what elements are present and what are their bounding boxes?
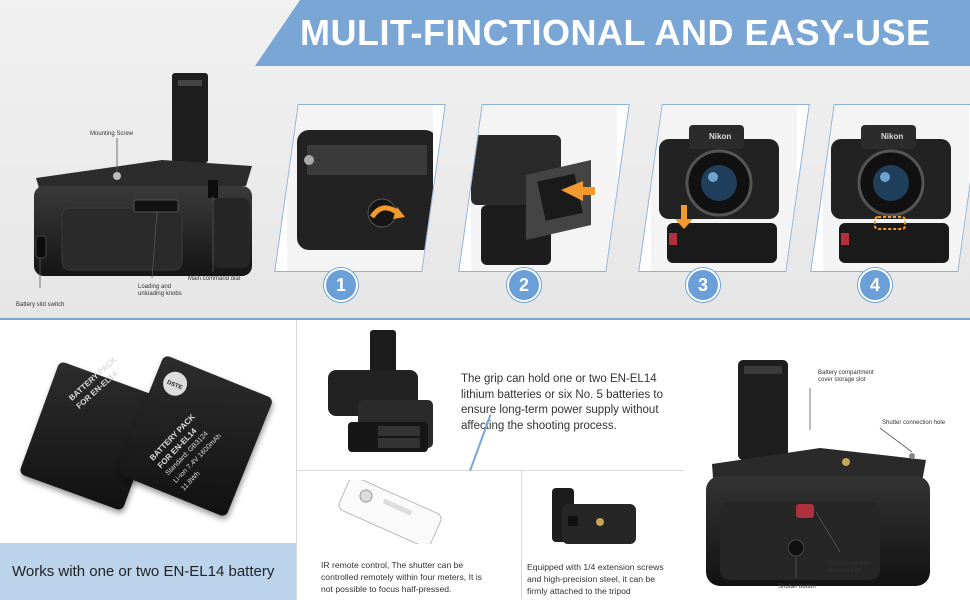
camera-brand-label-2: Nikon xyxy=(881,132,903,141)
cover-slot-label: Battery compartment cover storage slot xyxy=(818,370,874,383)
title-banner xyxy=(255,0,970,66)
loading-knobs-label: Loading and unloading knobs xyxy=(138,284,182,297)
battery-pack-right: DSTE BATTERY PACK FOR EN-EL14 Standard: … xyxy=(116,354,274,518)
shutter-hole-label: Shutter connection hole xyxy=(882,420,946,426)
battery-grip-diagram xyxy=(34,73,252,288)
attach-to-camera-illustration: Nikon xyxy=(651,105,797,271)
tripod-mount-illustration xyxy=(552,488,636,544)
step-number-4: 4 xyxy=(858,268,892,302)
compatibility-banner xyxy=(0,543,296,600)
step-3-card: Nikon xyxy=(638,104,810,272)
remote-port-label: Remote control receiver port xyxy=(828,561,869,574)
step-number-1: 1 xyxy=(324,268,358,302)
tripod-description: Equipped with 1/4 extension screws and h… xyxy=(527,562,664,596)
ir-remote-control xyxy=(338,480,442,544)
battery-slot-switch-label: Battery slot switch xyxy=(16,302,65,308)
insert-battery-illustration xyxy=(471,105,617,271)
step-number-2: 2 xyxy=(507,268,541,302)
main-command-dial-label: Main command dial xyxy=(188,276,241,282)
banner-title: MULIT-FINCTIONAL AND EASY-USE xyxy=(300,12,931,53)
battery-brand-logo: DSTE xyxy=(163,371,188,396)
section-divider xyxy=(0,318,970,320)
battery-brand: DSTE xyxy=(166,380,183,392)
grip-capacity-description: The grip can hold one or two EN-EL14 lit… xyxy=(461,373,663,432)
battery-right-text: BATTERY PACK FOR EN-EL14 Standard: GB312… xyxy=(147,408,232,493)
tighten-screw-illustration: Nikon xyxy=(823,105,969,271)
step-1-card xyxy=(274,104,446,272)
remote-description: IR remote control, The shutter can be co… xyxy=(321,560,482,594)
camera-brand-label: Nikon xyxy=(709,132,731,141)
grip-detail-illustration xyxy=(706,360,930,586)
compatibility-text: Works with one or two EN-EL14 battery xyxy=(12,563,275,580)
grip-open-battery-tray xyxy=(328,330,433,452)
mounting-screw-label: Mounting Screw xyxy=(90,131,134,137)
step-2-card xyxy=(458,104,630,272)
remote-panel xyxy=(296,470,522,600)
open-grip-door-illustration xyxy=(287,105,437,271)
step-4-card: Nikon xyxy=(810,104,970,272)
step-number-3: 3 xyxy=(686,268,720,302)
shutter-button-label: Shutter button xyxy=(778,584,816,590)
